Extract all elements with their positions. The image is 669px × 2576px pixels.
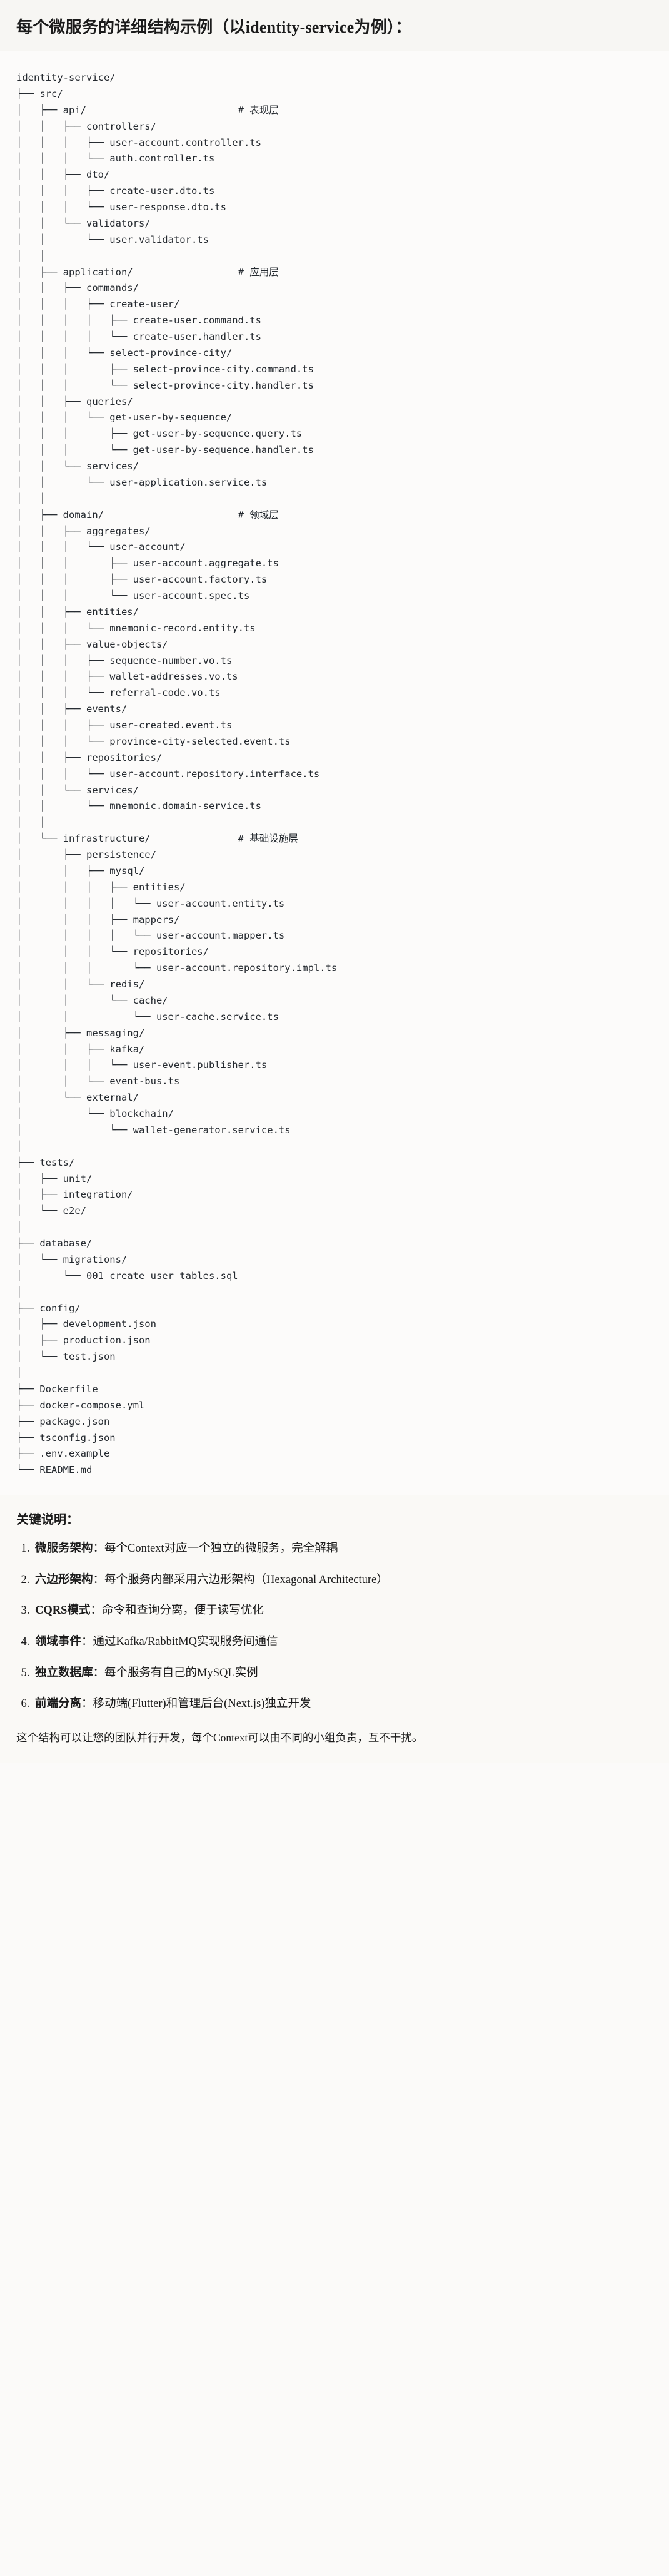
key-note-term: 前端分离: [35, 1698, 82, 1711]
document-header: 每个微服务的详细结构示例（以identity-service为例）：: [0, 0, 669, 52]
key-notes-list: 微服务架构：每个Context对应一个独立的微服务，完全解耦六边形架构：每个服务…: [16, 1540, 653, 1714]
key-note-description: 每个服务有自己的MySQL实例: [104, 1666, 258, 1679]
key-note-separator: ：: [81, 1636, 93, 1648]
directory-tree-block: identity-service/ ├── src/ │ ├── api/ # …: [0, 51, 669, 1496]
key-note-description: 每个服务内部采用六边形架构（Hexagonal Architecture）: [104, 1573, 388, 1586]
key-note-description: 每个Context对应一个独立的微服务，完全解耦: [104, 1542, 338, 1555]
page-title: 每个微服务的详细结构示例（以identity-service为例）：: [16, 18, 412, 36]
key-note-separator: ：: [93, 1573, 105, 1586]
key-note-item: 前端分离：移动端(Flutter)和管理后台(Next.js)独立开发: [33, 1695, 653, 1714]
key-note-separator: ：: [93, 1666, 105, 1679]
key-note-term: CQRS模式: [35, 1604, 91, 1617]
key-note-description: 命令和查询分离，便于读写优化: [101, 1604, 264, 1617]
key-note-term: 独立数据库: [35, 1666, 93, 1679]
key-note-item: 领域事件：通过Kafka/RabbitMQ实现服务间通信: [33, 1633, 653, 1652]
key-note-term: 领域事件: [35, 1636, 82, 1648]
key-note-separator: ：: [81, 1698, 93, 1711]
key-note-term: 六边形架构: [35, 1573, 93, 1586]
key-note-item: 微服务架构：每个Context对应一个独立的微服务，完全解耦: [33, 1540, 653, 1559]
key-note-separator: ：: [93, 1542, 105, 1555]
directory-tree: identity-service/ ├── src/ │ ├── api/ # …: [16, 72, 338, 1476]
key-notes-heading: 关键说明：: [16, 1513, 79, 1527]
key-note-description: 移动端(Flutter)和管理后台(Next.js)独立开发: [93, 1698, 311, 1711]
closing-paragraph: 这个结构可以让您的团队并行开发，每个Context可以由不同的小组负责，互不干扰…: [16, 1731, 423, 1744]
key-note-description: 通过Kafka/RabbitMQ实现服务间通信: [93, 1636, 278, 1648]
key-note-item: 六边形架构：每个服务内部采用六边形架构（Hexagonal Architectu…: [33, 1571, 653, 1590]
key-note-separator: ：: [90, 1604, 102, 1617]
key-notes-section: 关键说明： 微服务架构：每个Context对应一个独立的微服务，完全解耦六边形架…: [0, 1495, 669, 1763]
key-note-item: CQRS模式：命令和查询分离，便于读写优化: [33, 1602, 653, 1621]
key-note-term: 微服务架构: [35, 1542, 93, 1555]
key-note-item: 独立数据库：每个服务有自己的MySQL实例: [33, 1664, 653, 1683]
